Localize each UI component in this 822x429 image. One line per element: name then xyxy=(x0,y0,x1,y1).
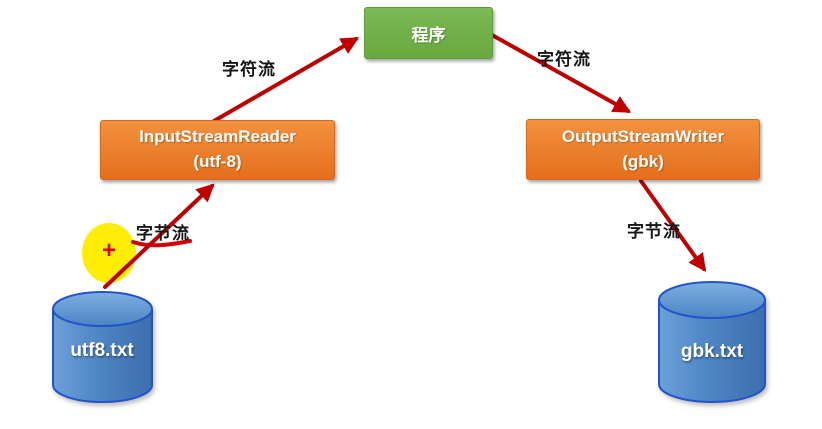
target-file-cylinder xyxy=(658,281,766,403)
output-stream-writer-node: OutputStreamWriter (gbk) xyxy=(526,119,760,180)
edge-label-char-stream-right: 字符流 xyxy=(537,50,591,69)
program-node: 程序 xyxy=(364,7,493,59)
program-node-label: 程序 xyxy=(411,25,446,45)
flow-arrows xyxy=(103,33,707,289)
edge-label-char-stream-left: 字符流 xyxy=(222,60,276,79)
edge-label-byte-stream-left: 字节流 xyxy=(136,224,190,243)
writer-node-class-name: OutputStreamWriter xyxy=(561,126,725,146)
reader-node-charset: (utf-8) xyxy=(193,152,242,171)
arrow-program-to-writer xyxy=(490,33,632,113)
plus-annotation: + xyxy=(101,237,116,264)
reader-node-class-name: InputStreamReader xyxy=(139,127,296,147)
arrow-source-to-reader xyxy=(103,183,215,289)
source-file-cylinder xyxy=(52,291,153,403)
arrow-reader-to-program xyxy=(212,37,360,123)
target-file-label: gbk.txt xyxy=(680,341,744,362)
source-file-label: utf8.txt xyxy=(70,340,134,361)
red-underline-annotation xyxy=(131,239,192,248)
edge-label-byte-stream-right: 字节流 xyxy=(627,222,681,241)
writer-node-charset: (gbk) xyxy=(622,151,664,171)
arrow-writer-to-target xyxy=(639,179,707,272)
input-stream-reader-node: InputStreamReader (utf-8) xyxy=(100,120,335,180)
